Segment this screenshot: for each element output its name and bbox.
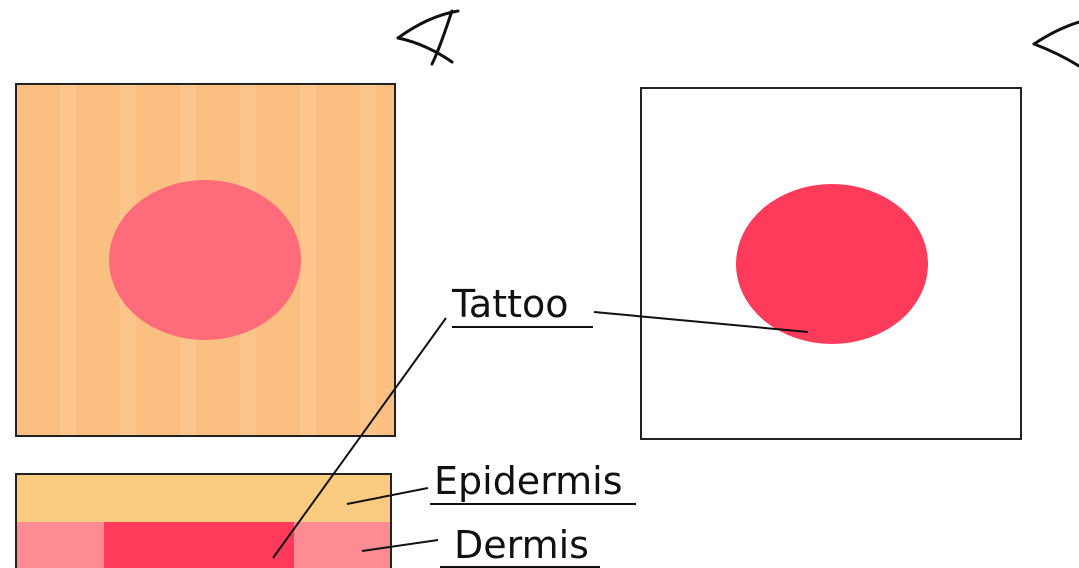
epidermis-layer [16,474,391,522]
tattoo-ink-in-dermis [104,522,294,568]
dermis-label: Dermis [454,526,589,564]
epidermis-label-underline [430,503,636,505]
eye-icon [1034,22,1079,66]
epidermis-label: Epidermis [434,462,623,500]
tattoo-pure [736,184,928,344]
eye-icon [398,11,458,64]
tattoo-through-skin [109,180,301,340]
tattoo-label-underline [452,326,593,328]
tattoo-label: Tattoo [452,285,569,323]
skin-cross-section [16,474,391,568]
